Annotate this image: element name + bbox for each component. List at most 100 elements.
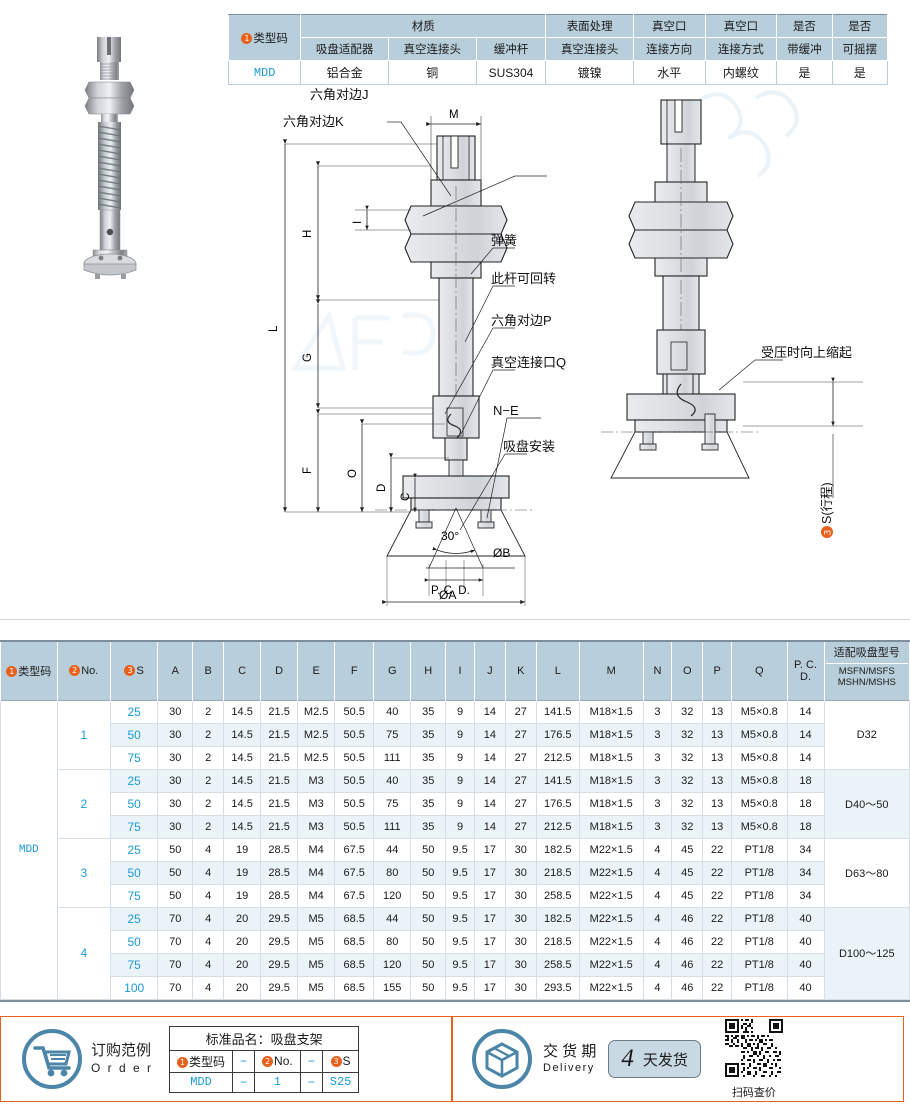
- cell-q: M5×0.8: [731, 768, 788, 793]
- cell-b: 2: [192, 814, 225, 839]
- order-label-en: O r d e r: [91, 1060, 154, 1075]
- cell-d: 29.5: [260, 906, 299, 931]
- delivery-days-number: 4: [621, 1045, 634, 1072]
- delivery-label-cn: 交 货 期: [543, 1042, 597, 1060]
- cell-a: 30: [157, 699, 194, 724]
- cell-f: 68.5: [334, 952, 375, 977]
- label-retract: 受压时向上缩起: [761, 345, 852, 360]
- material-value-row: MDD 铝合金 铜 SUS304 镀镍 水平 内螺纹 是 是: [227, 60, 889, 85]
- technical-drawing: M L H G F: [215, 78, 910, 608]
- cell-s: 100: [110, 975, 159, 1000]
- drawing-right-view: 受压时向上缩起 S(行程) 3: [601, 99, 863, 538]
- cell-e: M4: [297, 860, 336, 885]
- order-dash-3: −: [232, 1071, 256, 1093]
- order-dash-2: −: [299, 1049, 323, 1073]
- subheader-adapter: 吸盘适配器: [300, 37, 389, 61]
- cell-n: 3: [642, 768, 673, 793]
- cell-g: 40: [373, 768, 412, 793]
- cell-a: 70: [157, 906, 194, 931]
- cell-m: M18×1.5: [578, 699, 644, 724]
- cell-e: M5: [297, 975, 336, 1000]
- cell-n: 4: [642, 929, 673, 954]
- cell-d: 28.5: [260, 860, 299, 885]
- cell-b: 4: [192, 837, 225, 862]
- cell-m: M22×1.5: [578, 975, 644, 1000]
- header-material-group: 材质: [300, 14, 547, 38]
- cell-a: 30: [157, 745, 194, 770]
- dim-label-L: L: [268, 325, 280, 332]
- cell-l: 141.5: [535, 768, 580, 793]
- label-angle: 30°: [441, 529, 459, 543]
- badge-1-icon: 1: [241, 32, 253, 44]
- cell-j: 14: [473, 791, 506, 816]
- cell-b: 4: [192, 883, 225, 908]
- label-n-e: N−E: [493, 403, 519, 418]
- cell-pcd: 40: [786, 975, 825, 1000]
- value-adapter: 铝合金: [300, 60, 389, 85]
- cell-q: M5×0.8: [731, 814, 788, 839]
- cell-e: M5: [297, 929, 336, 954]
- cell-q: PT1/8: [731, 837, 788, 862]
- cell-f: 67.5: [334, 883, 375, 908]
- label-phi-b: ØB: [493, 546, 510, 560]
- cell-o: 32: [671, 722, 704, 747]
- cell-f: 68.5: [334, 975, 375, 1000]
- cell-l: 293.5: [535, 975, 580, 1000]
- cell-i: 9.5: [445, 860, 475, 885]
- dim-label-M: M: [449, 109, 459, 121]
- cell-d: 21.5: [260, 791, 299, 816]
- cell-c: 14.5: [223, 768, 262, 793]
- technical-drawing-svg: M L H G F: [268, 87, 863, 606]
- cell-l: 258.5: [535, 883, 580, 908]
- cell-g: 111: [373, 814, 412, 839]
- cell-b: 4: [192, 929, 225, 954]
- cell-p: 13: [702, 699, 732, 724]
- table-top-rule: [0, 640, 910, 642]
- cell-i: 9.5: [445, 952, 475, 977]
- header-direction: 真空口: [633, 14, 706, 38]
- cell-pcd: 40: [786, 952, 825, 977]
- cell-o: 32: [671, 814, 704, 839]
- cell-o: 32: [671, 768, 704, 793]
- watermark-logo: [698, 90, 799, 178]
- cell-s: 75: [110, 883, 159, 908]
- subheader-direction: 连接方向: [633, 37, 706, 61]
- cell-q: M5×0.8: [731, 745, 788, 770]
- dim-label-F: F: [302, 467, 314, 474]
- cell-q: PT1/8: [731, 975, 788, 1000]
- cell-a: 30: [157, 722, 194, 747]
- cell-s: 75: [110, 814, 159, 839]
- cell-e: M5: [297, 952, 336, 977]
- value-type-code: MDD: [227, 60, 302, 85]
- cell-c: 20: [223, 975, 262, 1000]
- label-cup-mount: 吸盘安装: [503, 439, 555, 454]
- qr-code-icon[interactable]: [724, 1018, 783, 1077]
- cell-k: 30: [504, 906, 537, 931]
- spec-header-O: O: [671, 642, 704, 700]
- subheader-buffer: 带缓冲: [776, 37, 833, 61]
- cell-n: 3: [642, 722, 673, 747]
- header-buffer: 是否: [776, 14, 833, 38]
- cell-m: M22×1.5: [578, 929, 644, 954]
- cell-s: 50: [110, 860, 159, 885]
- cell-e: M4: [297, 883, 336, 908]
- cell-f: 50.5: [334, 768, 375, 793]
- cell-k: 30: [504, 883, 537, 908]
- order-title-row: 标准品名：吸盘支架: [169, 1025, 360, 1051]
- cell-s: 50: [110, 791, 159, 816]
- cell-pcd: 34: [786, 883, 825, 908]
- cell-k: 27: [504, 791, 537, 816]
- cell-s: 25: [110, 906, 159, 931]
- cell-h: 35: [410, 699, 447, 724]
- cell-o: 46: [671, 906, 704, 931]
- cell-s: 75: [110, 745, 159, 770]
- cell-n: 4: [642, 837, 673, 862]
- cell-i: 9: [445, 722, 475, 747]
- cell-d: 21.5: [260, 722, 299, 747]
